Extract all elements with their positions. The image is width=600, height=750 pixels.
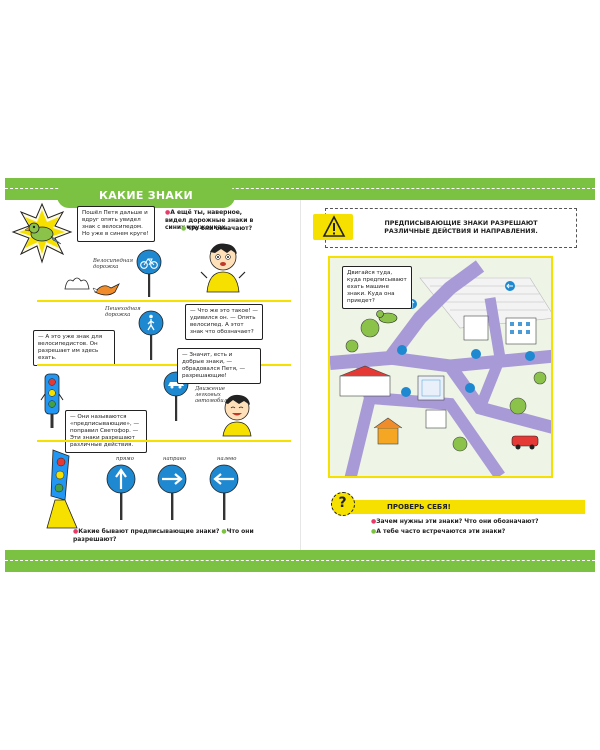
bubble-what: — Что же это такое! — удивился он. — Опя… [185, 304, 263, 340]
label-right: направо [163, 456, 186, 462]
bubble-explain: — Они называются «предписывающие», — поп… [65, 410, 147, 453]
label-cars: Движение легковых автомобилей [195, 386, 234, 404]
label-left: налево [217, 456, 237, 462]
strip-2 [37, 364, 291, 366]
label-pedestrian-path: Пешеходная дорожка [105, 306, 141, 318]
check-question-2: ●А тебе часто встречаются эти знаки? [371, 528, 506, 535]
map-bubble: Двигайся туда, куда предписывают ехать м… [342, 266, 412, 309]
bike-sign [136, 249, 162, 297]
straight-sign [106, 464, 136, 520]
warning-text: ПРЕДПИСЫВАЮЩИЕ ЗНАКИ РАЗРЕШАЮТ РАЗЛИЧНЫЕ… [384, 220, 538, 235]
boy-petya-illustration [200, 243, 246, 293]
check-title: ПРОВЕРЬ СЕБЯ! [387, 503, 451, 511]
bubble-intro: Пошёл Петя дальше и вдруг опять увидел з… [77, 206, 155, 242]
warning-icon [322, 215, 346, 237]
question-icon: ? [331, 492, 355, 516]
strip-1 [37, 300, 291, 302]
strip-3 [37, 440, 291, 442]
traffic-light-illustration [40, 373, 64, 428]
page-title: КАКИЕ ЗНАКИ ПРЕДПИСЫВАЮТ? [57, 184, 235, 226]
intro-question-bullet: ●Что они означают? [181, 225, 253, 232]
footer-question: ●Какие бывают предписывающие знаки? ●Что… [73, 528, 254, 543]
bubble-bike: — А это уже знак для велосипедистов. Он … [33, 330, 115, 366]
page-spine [300, 200, 301, 550]
intro-question: ●А ещё ты, наверное, видел дорожные знак… [165, 209, 254, 231]
boy-petya-happy-illustration [222, 394, 252, 437]
fox-illustration [92, 283, 120, 296]
bottom-green-band [5, 550, 595, 572]
check-question-1: ●Зачем нужны эти знаки? Что они обознача… [371, 518, 539, 525]
parrot-illustration [11, 202, 73, 264]
pedestrian-sign [138, 310, 164, 360]
warning-box [325, 208, 577, 248]
label-straight: прямо [116, 456, 134, 462]
right-sign [157, 464, 187, 520]
check-bar [335, 500, 585, 514]
bushes-illustration [64, 277, 90, 290]
book-spread: КАКИЕ ЗНАКИ ПРЕДПИСЫВАЮТ? Пошёл Петя дал… [5, 178, 595, 572]
traffic-light-large-illustration [46, 449, 78, 529]
label-bike-path: Велосипедная дорожка [93, 258, 134, 270]
bubble-good: — Значит, есть и добрые знаки, — обрадов… [177, 348, 261, 384]
left-sign [209, 464, 239, 520]
city-map: Двигайся туда, куда предписывают ехать м… [328, 256, 553, 478]
